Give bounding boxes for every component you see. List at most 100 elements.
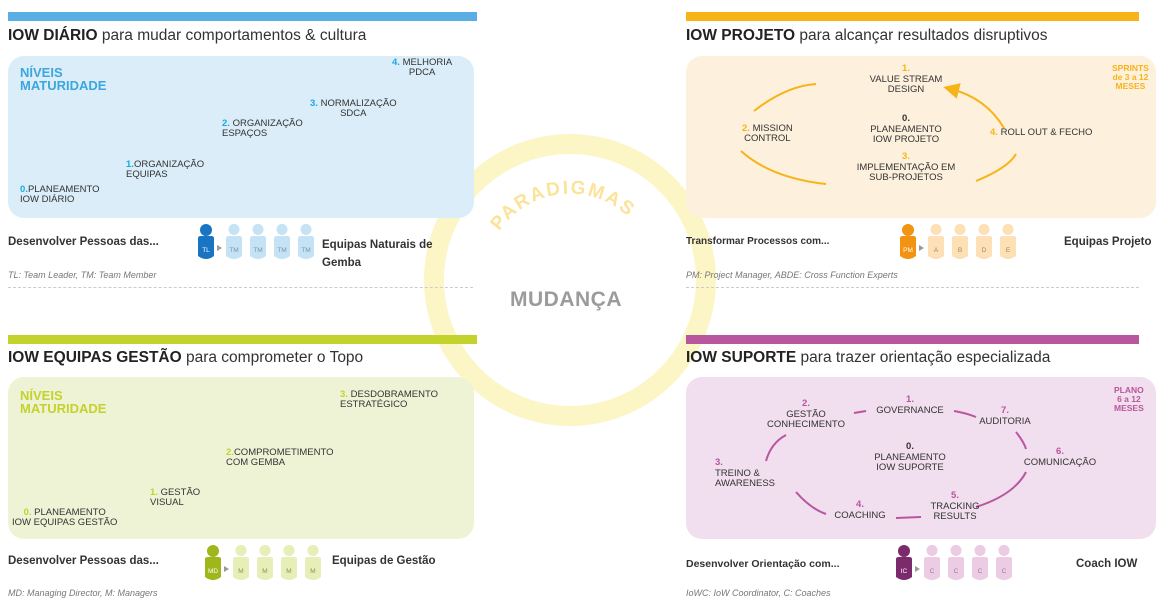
team-member-figure: C	[972, 544, 988, 580]
q2-color-bar	[686, 12, 1139, 21]
team-member-label: C	[1002, 568, 1007, 575]
team-member-figure: M	[233, 544, 249, 580]
q2-team-figures: PM A B D E	[898, 222, 1024, 275]
team-member-figure: TM	[298, 223, 314, 259]
team-member-label: C	[930, 568, 935, 575]
q4-note: IoWC: IoW Coordinator, C: Coaches	[686, 588, 831, 598]
team-member-figure: C	[996, 544, 1012, 580]
team-member-label: C	[978, 568, 983, 575]
q2-cycle	[740, 83, 1017, 185]
arrow-icon	[224, 566, 229, 572]
team-lead-figure: IC	[896, 545, 912, 580]
paradigm-watermark: PARADIGMAS	[424, 134, 716, 426]
team-member-figure: TM	[274, 223, 290, 259]
q3-panel	[8, 377, 474, 539]
q4-cycle	[765, 410, 1027, 519]
team-member-figure: TM	[226, 223, 242, 259]
q4-step-4: 4.COACHING	[834, 499, 886, 521]
team-member-label: M	[286, 568, 291, 575]
q2-divider	[686, 287, 1139, 288]
q2-step-4: 4. ROLL OUT & FECHO	[990, 127, 1093, 138]
q3-footer-left: Desenvolver Pessoas das...	[8, 555, 159, 567]
team-member-label: TM	[301, 247, 310, 254]
q4-footer-right: Coach IOW	[1076, 558, 1138, 570]
q1-panel	[8, 56, 474, 218]
team-member-figure: M	[281, 544, 297, 580]
team-lead-figure: MD	[205, 545, 221, 580]
q2-title: IOW PROJETO para alcançar resultados dis…	[686, 27, 1048, 44]
team-member-label: TM	[253, 247, 262, 254]
team-member-figure: M	[257, 544, 273, 580]
arrow-icon	[919, 245, 924, 251]
q1-title: IOW DIÁRIO para mudar comportamentos & c…	[8, 27, 367, 44]
q4-step-1: 1.GOVERNANCE	[876, 394, 944, 416]
team-lead-figure: PM	[900, 224, 916, 259]
team-member-figure: A	[928, 223, 944, 259]
team-member-figure: TM	[250, 223, 266, 259]
watermark-text: PARADIGMAS	[487, 177, 638, 234]
team-member-figure: E	[1000, 223, 1016, 259]
q3-title: IOW EQUIPAS GESTÃO para comprometer o To…	[8, 349, 364, 366]
center-label: MUDANÇA	[510, 288, 622, 311]
team-member-label: M	[310, 568, 315, 575]
q4-footer-left: Desenvolver Orientação com...	[686, 558, 840, 570]
team-member-label: E	[1006, 247, 1011, 254]
q2-panel	[686, 56, 1156, 218]
team-member-label: M	[238, 568, 243, 575]
team-member-figure: C	[924, 544, 940, 580]
q4-title: IOW SUPORTE para trazer orientação espec…	[686, 349, 1051, 366]
team-member-label: A	[934, 247, 939, 254]
q1-team-figures: TL TM TM TM TM	[196, 222, 322, 275]
team-member-label: IC	[901, 568, 908, 575]
team-member-figure: M	[305, 544, 321, 580]
q2-footer-right: Equipas Projeto	[1064, 236, 1152, 248]
team-member-figure: D	[976, 223, 992, 259]
q3-color-bar	[8, 335, 477, 344]
q2-note: PM: Project Manager, ABDE: Cross Functio…	[686, 270, 898, 280]
team-member-label: PM	[903, 247, 913, 254]
team-member-label: B	[958, 247, 962, 254]
q4-step-3: 3.TREINO &AWARENESS	[715, 457, 776, 489]
q1-note: TL: Team Leader, TM: Team Member	[8, 270, 157, 280]
team-lead-figure: TL	[198, 224, 214, 259]
team-member-figure: B	[952, 223, 968, 259]
q3-footer-right: Equipas de Gestão	[332, 555, 436, 567]
q4-team-figures: IC C C C C	[894, 543, 1020, 596]
q4-step-6: 6.COMUNICAÇÃO	[1023, 446, 1097, 468]
team-member-label: MD	[208, 568, 218, 575]
team-member-label: TM	[229, 247, 238, 254]
team-member-label: D	[982, 247, 987, 254]
q3-team-figures: MD M M M M	[203, 543, 329, 596]
q4-color-bar	[686, 335, 1139, 344]
team-member-label: M	[262, 568, 267, 575]
q3-note: MD: Managing Director, M: Managers	[8, 588, 158, 598]
q1-color-bar	[8, 12, 477, 21]
team-member-figure: C	[948, 544, 964, 580]
q1-divider	[8, 287, 473, 288]
arrow-icon	[915, 566, 920, 572]
q1-footer-left: Desenvolver Pessoas das...	[8, 236, 159, 248]
svg-text:PARADIGMAS: PARADIGMAS	[487, 177, 640, 234]
q2-footer-left: Transformar Processos com...	[686, 236, 830, 247]
arrow-icon	[217, 245, 222, 251]
team-member-label: TM	[277, 247, 286, 254]
